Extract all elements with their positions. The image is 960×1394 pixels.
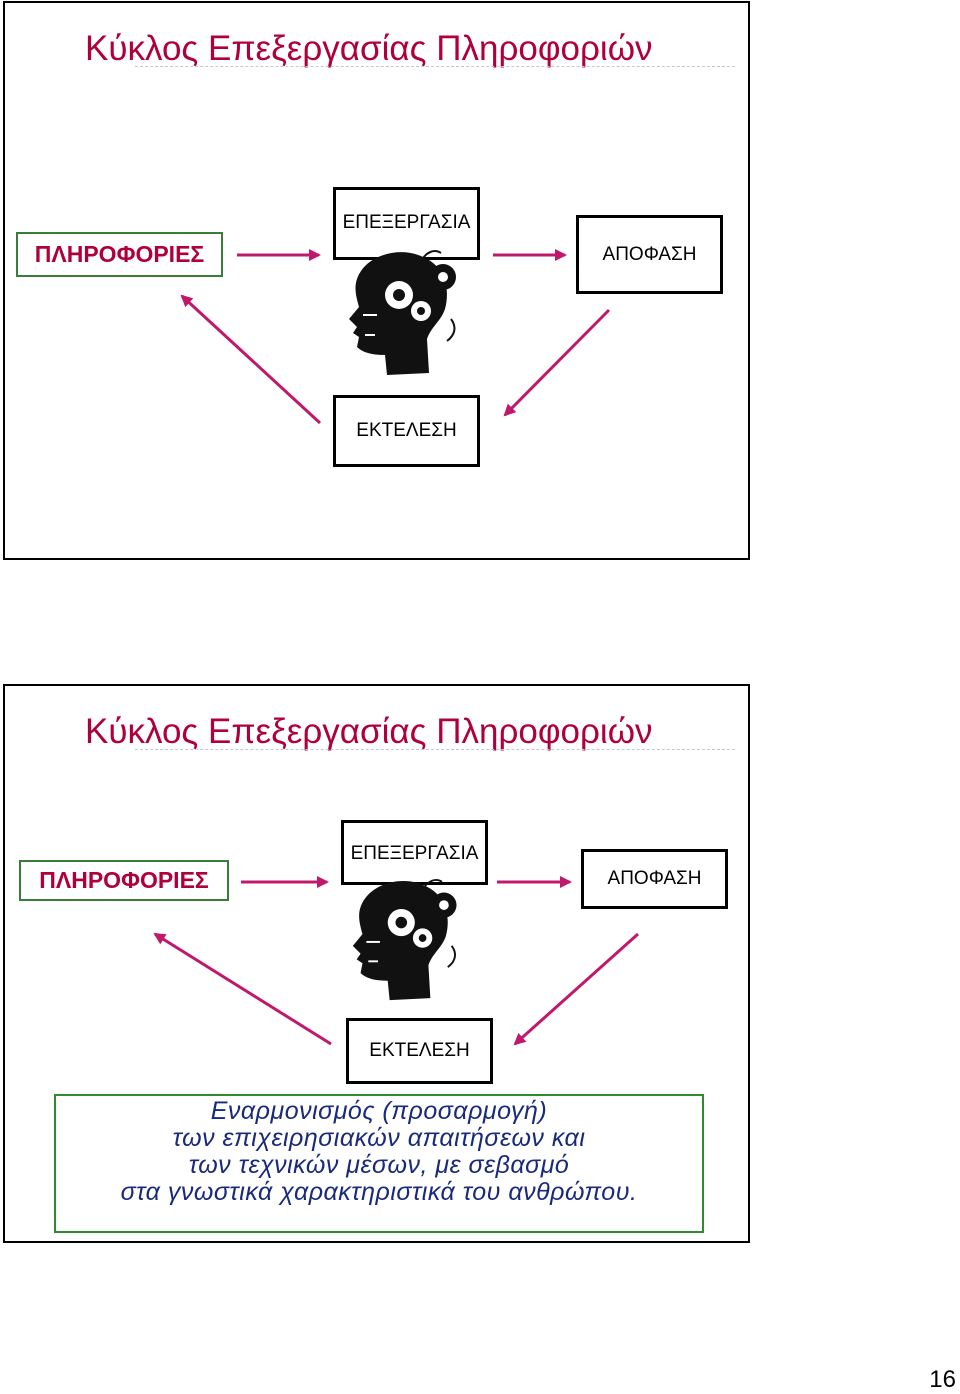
processing-label: ΕΠΕΞΕΡΓΑΣΙΑ xyxy=(342,212,471,233)
caption-line: στα γνωστικά χαρακτηριστικά του ανθρώπου… xyxy=(120,1178,638,1206)
slide-title: Κύκλος Επεξεργασίας Πληροφοριών xyxy=(85,29,653,68)
caption-line: των τεχνικών μέσων, με σεβασμό xyxy=(188,1151,570,1179)
title-divider xyxy=(135,66,735,67)
thinking-head-gears-icon xyxy=(349,250,456,375)
slide-2: Κύκλος Επεξεργασίας Πληροφοριών ΠΛΗΡΟΦΟΡ… xyxy=(3,684,750,1243)
arrow-execution-to-info xyxy=(180,294,322,425)
info-label: ΠΛΗΡΟΦΟΡΙΕΣ xyxy=(39,867,209,893)
info-box: ΠΛΗΡΟΦΟΡΙΕΣ xyxy=(19,860,229,901)
info-box: ΠΛΗΡΟΦΟΡΙΕΣ xyxy=(16,232,223,277)
decision-box: ΑΠΟΦΑΣΗ xyxy=(576,215,723,294)
slide-title: Κύκλος Επεξεργασίας Πληροφοριών xyxy=(85,712,653,751)
decision-label: ΑΠΟΦΑΣΗ xyxy=(602,243,697,265)
execution-label: ΕΚΤΕΛΕΣΗ xyxy=(369,1040,470,1061)
caption-line: Εναρμονισμός (προσαρμογή) xyxy=(210,1097,548,1125)
decision-label: ΑΠΟΦΑΣΗ xyxy=(607,868,702,889)
execution-label: ΕΚΤΕΛΕΣΗ xyxy=(356,420,457,441)
arrow-execution-to-info xyxy=(153,932,332,1046)
caption-line: των επιχειρησιακών απαιτήσεων και xyxy=(172,1124,586,1152)
slide-1: Κύκλος Επεξεργασίας Πληροφοριών ΠΛΗΡΟΦΟΡ… xyxy=(3,1,750,560)
info-label: ΠΛΗΡΟΦΟΡΙΕΣ xyxy=(34,241,205,267)
title-divider xyxy=(135,749,735,750)
execution-box: ΕΚΤΕΛΕΣΗ xyxy=(333,395,480,467)
cycle-arrows xyxy=(153,876,639,1046)
page-number: 16 xyxy=(929,1366,956,1393)
thinking-head-gears-icon xyxy=(352,879,457,1001)
cycle-arrows xyxy=(180,249,611,425)
caption-box: Εναρμονισμός (προσαρμογή) των επιχειρησι… xyxy=(54,1094,704,1233)
execution-box: ΕΚΤΕΛΕΣΗ xyxy=(346,1018,493,1084)
processing-box: ΕΠΕΞΕΡΓΑΣΙΑ xyxy=(333,187,480,260)
decision-box: ΑΠΟΦΑΣΗ xyxy=(581,849,728,909)
arrow-decision-to-execution xyxy=(503,308,611,417)
processing-label: ΕΠΕΞΕΡΓΑΣΙΑ xyxy=(350,843,479,864)
arrow-decision-to-execution xyxy=(513,932,639,1046)
